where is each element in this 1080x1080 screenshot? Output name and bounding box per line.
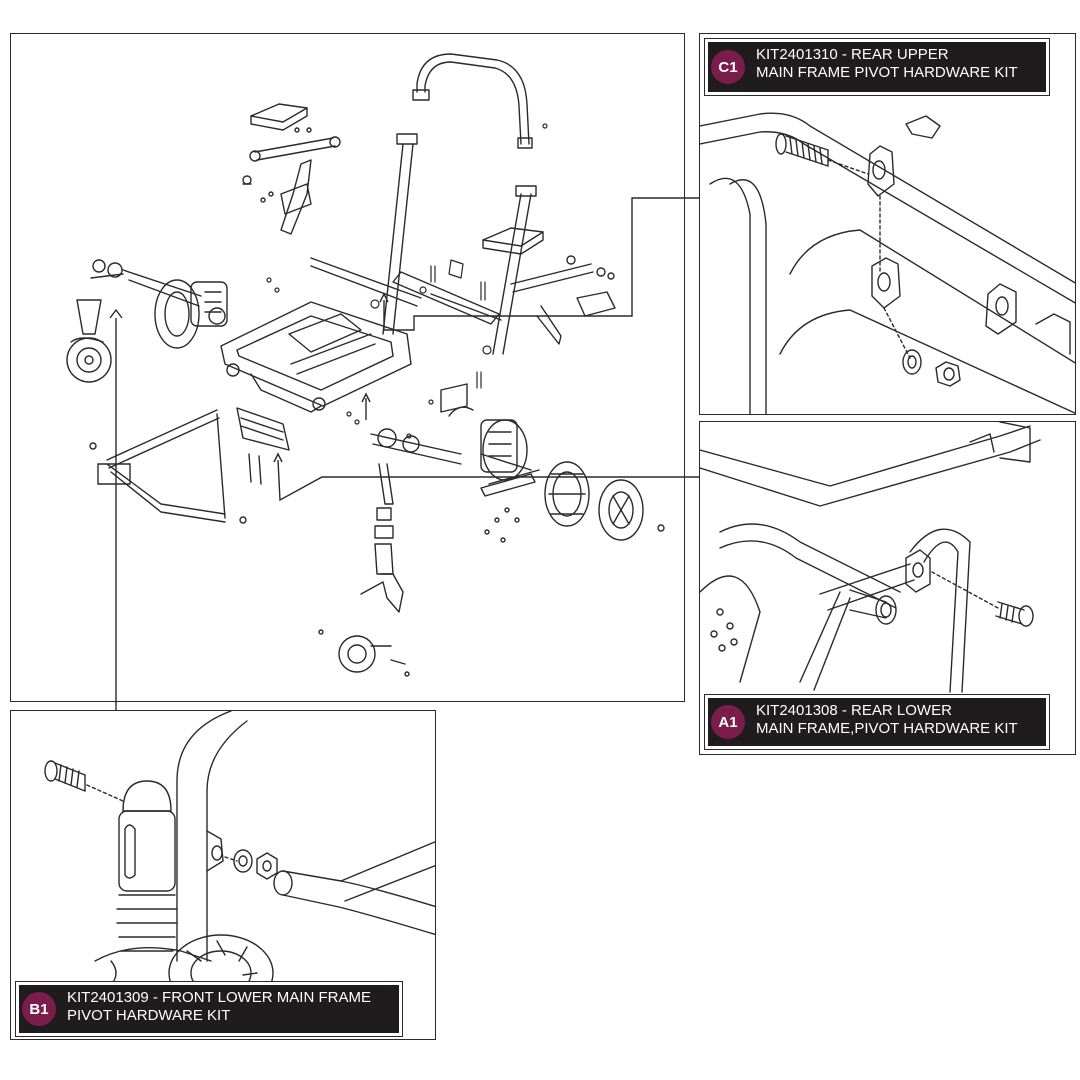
b1-tube bbox=[273, 841, 435, 936]
callout-c1-line2: MAIN FRAME PIVOT HARDWARE KIT bbox=[756, 64, 1018, 81]
front-caster-bottom bbox=[318, 463, 410, 677]
detail-drawing-a1 bbox=[700, 422, 1041, 693]
drive-wheel bbox=[544, 461, 644, 541]
callout-b1-line1: KIT2401309 - FRONT LOWER MAIN FRAME bbox=[67, 989, 371, 1006]
callout-b1-line2: PIVOT HARDWARE KIT bbox=[67, 1007, 231, 1024]
main-chassis bbox=[220, 257, 502, 413]
callout-c1: KIT2401310 - REAR UPPER MAIN FRAME PIVOT… bbox=[708, 42, 1046, 92]
rear-pivot-hardware bbox=[480, 255, 665, 543]
b1-bolt bbox=[44, 760, 86, 792]
a1-bushing bbox=[849, 589, 897, 625]
exploded-view-drawing bbox=[66, 53, 665, 677]
b1-column bbox=[116, 780, 178, 952]
drive-motor-left bbox=[122, 269, 228, 349]
armrest bbox=[250, 103, 544, 255]
callout-a1-line2: MAIN FRAME,PIVOT HARDWARE KIT bbox=[756, 720, 1018, 737]
callout-a1-line1: KIT2401308 - REAR LOWER bbox=[756, 702, 952, 719]
front-caster-left bbox=[66, 259, 124, 383]
a1-bolt bbox=[995, 601, 1034, 627]
badge-a1: A1 bbox=[711, 705, 745, 739]
b1-washer bbox=[233, 849, 253, 873]
exploded-view-panel bbox=[10, 33, 685, 702]
detail-drawing-b1 bbox=[44, 711, 435, 1012]
seat-mount-hardware bbox=[242, 127, 341, 235]
footrest-frame bbox=[89, 407, 290, 524]
detail-panel-c1: KIT2401310 - REAR UPPER MAIN FRAME PIVOT… bbox=[699, 33, 1076, 415]
push-handle bbox=[412, 53, 533, 149]
c1-lock-nut bbox=[935, 361, 961, 387]
badge-b1: B1 bbox=[22, 992, 56, 1026]
c1-washer bbox=[902, 349, 922, 375]
detail-panel-a1: KIT2401308 - REAR LOWER MAIN FRAME,PIVOT… bbox=[699, 421, 1076, 755]
callout-b1: KIT2401309 - FRONT LOWER MAIN FRAME PIVO… bbox=[19, 985, 399, 1033]
callout-c1-line1: KIT2401310 - REAR UPPER bbox=[756, 46, 949, 63]
vertical-frame-post bbox=[382, 133, 537, 355]
drive-motor-right bbox=[370, 383, 528, 481]
b1-lock-nut bbox=[256, 852, 278, 880]
detail-panel-b1: KIT2401309 - FRONT LOWER MAIN FRAME PIVO… bbox=[10, 710, 436, 1040]
badge-c1: C1 bbox=[711, 50, 745, 84]
c1-bolt bbox=[775, 133, 829, 167]
callout-a1: KIT2401308 - REAR LOWER MAIN FRAME,PIVOT… bbox=[708, 698, 1046, 746]
detail-drawing-c1 bbox=[700, 112, 1075, 414]
